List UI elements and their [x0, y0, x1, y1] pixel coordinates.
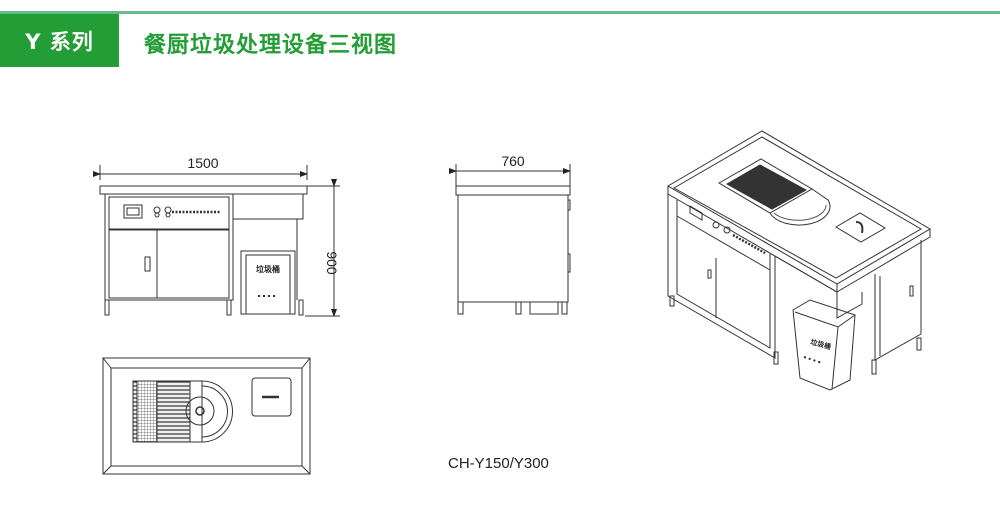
height-dimension: 900 [324, 251, 340, 275]
page-title: 餐厨垃圾处理设备三视图 [144, 33, 398, 58]
svg-text:垃圾桶: 垃圾桶 [256, 264, 280, 274]
series-tab: Y 系列 [0, 14, 119, 67]
side-view: 760 [449, 153, 571, 315]
svg-text:垃圾桶: 垃圾桶 [809, 337, 832, 351]
isometric-view: 垃圾桶 [667, 130, 931, 391]
top-rule [0, 11, 1000, 14]
series-label: Y 系列 [25, 29, 94, 54]
width-dimension: 1500 [187, 155, 218, 171]
depth-dimension: 760 [501, 153, 525, 169]
front-view: 1500 垃圾桶 900 [93, 155, 340, 317]
model-label: CH-Y150/Y300 [448, 455, 549, 472]
top-view [102, 357, 311, 475]
